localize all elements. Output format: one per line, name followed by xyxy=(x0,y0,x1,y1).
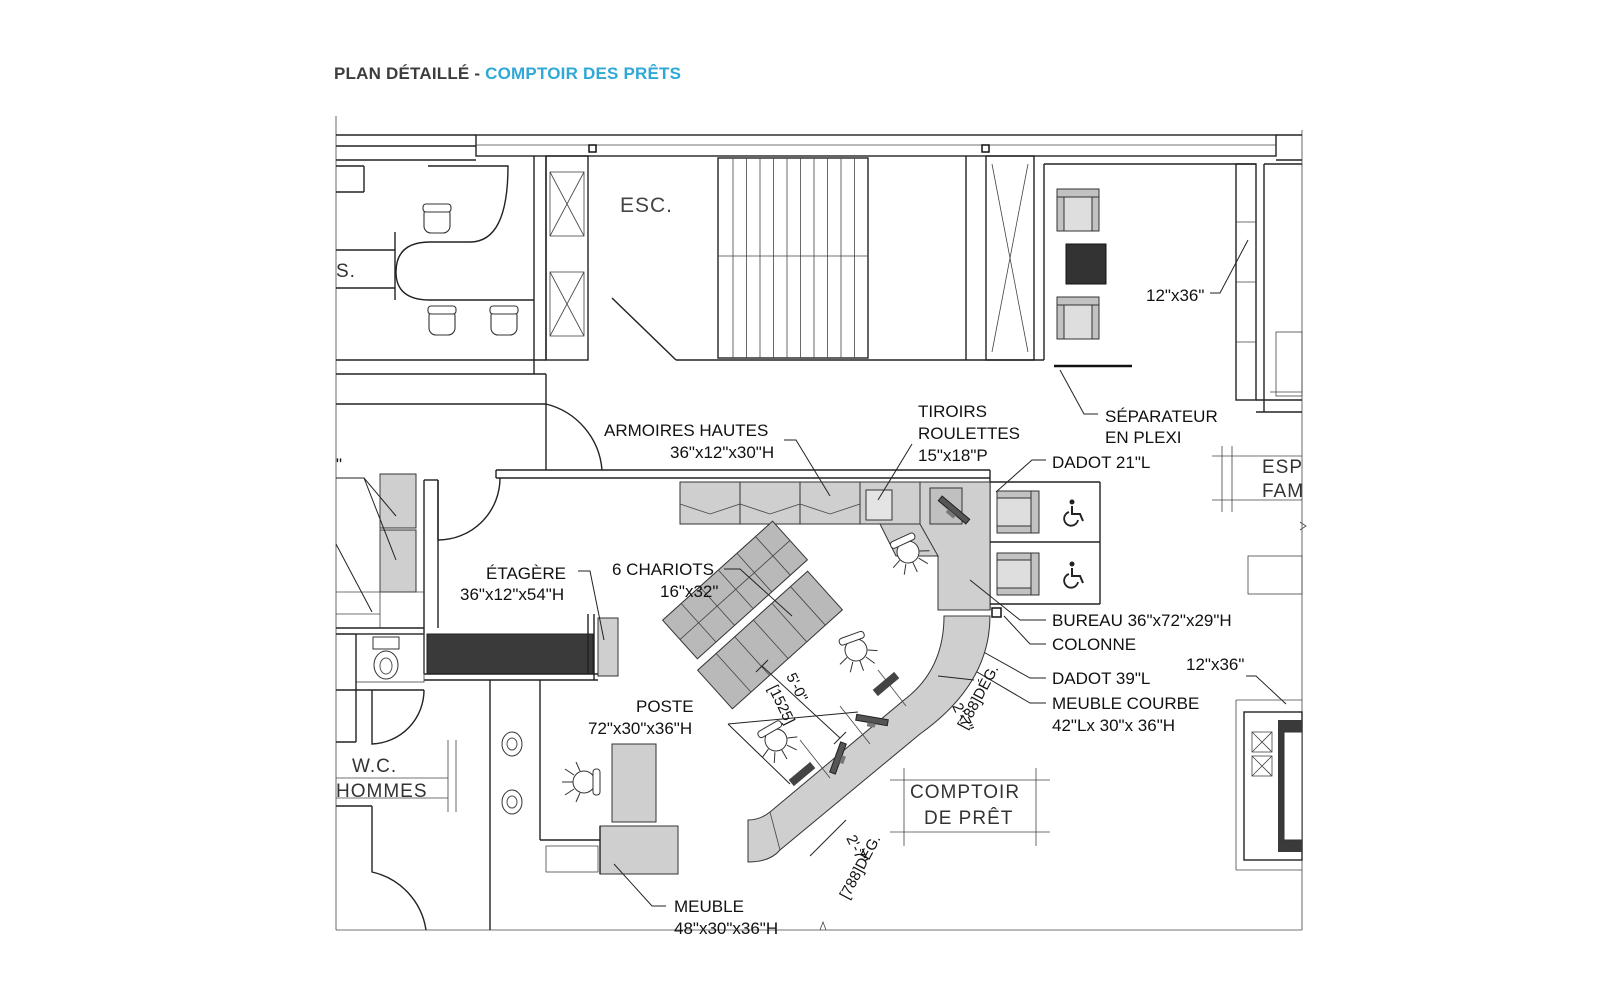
curved-counter xyxy=(727,615,991,863)
chair-icon xyxy=(561,761,601,803)
workstation-label-line1: POSTE xyxy=(636,697,694,716)
chair-icon xyxy=(489,305,519,336)
drawers-label-line1: TIROIRS xyxy=(918,402,987,421)
carts-label-line1: 6 CHARIOTS xyxy=(612,560,714,579)
armchair-icon xyxy=(1056,188,1100,232)
storage-unit: MEUBLE 48"x30"x36"H xyxy=(599,825,778,938)
page-title: PLAN DÉTAILLÉ - COMPTOIR DES PRÊTS xyxy=(334,64,681,84)
column-marker xyxy=(991,607,1002,618)
toilet-icon xyxy=(372,636,400,680)
counter-title-line2: DE PRÊT xyxy=(924,807,1013,829)
chair-icon xyxy=(427,305,457,336)
monitor-icon xyxy=(937,495,971,525)
heading-accent: COMPTOIR DES PRÊTS xyxy=(485,64,682,83)
bureau-label: BUREAU 36"x72"x29"H xyxy=(1052,611,1232,630)
storage-label-line1: MEUBLE xyxy=(674,897,744,916)
family-space-label-line1: ESP xyxy=(1262,457,1303,478)
armchair-icon xyxy=(996,552,1040,596)
chair-icon xyxy=(750,715,805,770)
family-space-label-line2: FAM xyxy=(1262,481,1304,502)
bureau-desk: DADOT 21"L xyxy=(879,453,1150,611)
office-top-left: S. xyxy=(336,156,547,375)
wc-room: W.C. HOMMES xyxy=(336,633,600,931)
left-shelving: " xyxy=(335,455,424,628)
upper-cabinets: ARMOIRES HAUTES 36"x12"x30"H TIROIRS ROU… xyxy=(604,402,1020,525)
curved-counter-label-line1: MEUBLE COURBE xyxy=(1052,694,1199,713)
wc-label-line1: W.C. xyxy=(352,756,397,777)
accessible-seating xyxy=(990,481,1101,605)
counter-title-box: COMPTOIR DE PRÊT xyxy=(890,768,1050,846)
armchair-icon xyxy=(1056,296,1100,340)
drawers-label-line3: 15"x18"P xyxy=(918,446,988,465)
waiting-area: 12"x36" SÉPARATEUR EN PLEXI xyxy=(1043,163,1303,447)
wc-label-line2: HOMMES xyxy=(336,781,428,802)
family-space-partial: ESP FAM xyxy=(1212,446,1304,595)
stairs-label: ESC. xyxy=(620,194,673,217)
monitor-icon xyxy=(829,741,847,775)
etagere-label-line1: ÉTAGÈRE xyxy=(486,564,566,583)
monitor-icon xyxy=(855,713,889,728)
cabinets-label-line2: 36"x12"x30"H xyxy=(670,443,774,462)
top-wall xyxy=(336,134,1302,161)
heading-prefix: PLAN DÉTAILLÉ - xyxy=(334,64,486,83)
etagere-shelf: ÉTAGÈRE 36"x12"x54"H xyxy=(424,564,619,681)
wheelchair-icon xyxy=(1063,561,1084,589)
dadot39-label: DADOT 39"L xyxy=(1052,669,1150,688)
separator-label-line1: SÉPARATEUR xyxy=(1105,407,1218,426)
sink-icon xyxy=(501,731,523,757)
right-elevator-partial xyxy=(1235,699,1303,871)
shelf-dimension-right-label: 12"x36" xyxy=(1186,655,1244,674)
counter-title-line1: COMPTOIR xyxy=(910,782,1020,803)
book-carts xyxy=(661,520,809,660)
etagere-label-line2: 36"x12"x54"H xyxy=(460,585,564,604)
separator-label-line2: EN PLEXI xyxy=(1105,428,1182,447)
book-carts xyxy=(696,570,844,710)
drawers-label-line2: ROULETTES xyxy=(918,424,1020,443)
shelf-dimension-label: 12"x36" xyxy=(1146,286,1204,305)
workstation: POSTE 72"x30"x36"H xyxy=(561,697,694,823)
column-label: COLONNE xyxy=(1052,635,1136,654)
armchair-icon xyxy=(996,490,1040,534)
left-partial-label: " xyxy=(336,455,342,474)
chair-icon xyxy=(831,627,883,679)
room-label-partial: S. xyxy=(336,261,356,282)
carts-label-line2: 16"x32" xyxy=(660,582,718,601)
wheelchair-icon xyxy=(1063,499,1084,527)
curved-counter-label-line2: 42"Lx 30"x 36"H xyxy=(1052,716,1175,735)
stair-core: ESC. xyxy=(545,155,1044,361)
sink-icon xyxy=(501,789,523,815)
chair-icon xyxy=(422,203,452,234)
storage-label-line2: 48"x30"x36"H xyxy=(674,919,778,938)
dadot21-label: DADOT 21"L xyxy=(1052,453,1150,472)
workstation-label-line2: 72"x30"x36"H xyxy=(588,719,692,738)
cabinets-label-line1: ARMOIRES HAUTES xyxy=(604,421,768,440)
